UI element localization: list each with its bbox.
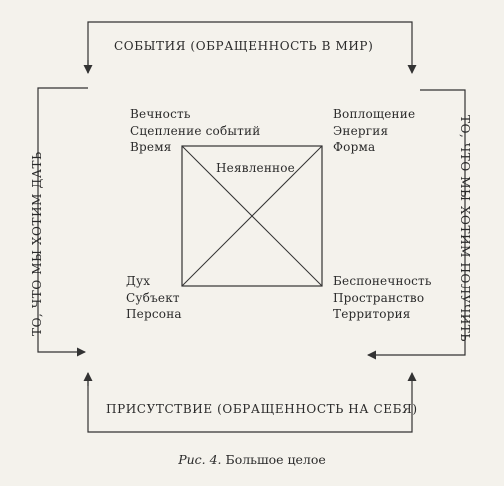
corner-top-right-line-1: Воплощение	[333, 107, 416, 121]
corner-top-right-line-3: Форма	[333, 140, 376, 154]
corner-top-right: Воплощение Энергия Форма	[333, 106, 415, 156]
left-label: ТО, ЧТО МЫ ХОТИМ ДАТЬ	[30, 151, 44, 336]
corner-bottom-right-line-2: Пространство	[333, 290, 425, 305]
center-square	[181, 145, 323, 287]
center-label: Неявленное	[216, 161, 295, 175]
corner-bottom-right-line-3: Территория	[333, 307, 411, 321]
corner-bottom-left-line-2: Субъект	[126, 290, 180, 305]
corner-top-left-line-1: Вечность	[130, 107, 191, 121]
corner-top-left: Вечность Сцепление событий Время	[130, 106, 260, 156]
corner-top-left-line-3: Время	[130, 140, 172, 154]
corner-bottom-left-line-3: Персона	[126, 307, 182, 321]
right-bracket-arrow	[367, 89, 466, 360]
left-bracket-arrow	[37, 87, 88, 357]
right-label: ТО, ЧТО МЫ ХОТИМ ПОЛУЧИТЬ	[458, 115, 472, 343]
figure-caption: Рис. 4. Большое целое	[0, 452, 504, 467]
corner-bottom-left: Дух Субъект Персона	[126, 273, 182, 323]
corner-top-right-line-2: Энергия	[333, 123, 389, 138]
top-label: СОБЫТИЯ (ОБРАЩЕННОСТЬ В МИР)	[114, 39, 374, 53]
caption-title: Большое целое	[225, 452, 326, 467]
corner-bottom-right: Беспонечность Пространство Территория	[333, 273, 432, 323]
bottom-bracket-arrow	[87, 372, 417, 433]
corner-bottom-left-line-1: Дух	[126, 274, 151, 288]
caption-prefix: Рис. 4.	[178, 452, 222, 467]
square-diagonal-2	[181, 145, 323, 287]
corner-bottom-right-line-1: Беспонечность	[333, 274, 432, 288]
top-bracket-arrow	[87, 21, 417, 74]
bottom-label: ПРИСУТСТВИЕ (ОБРАЩЕННОСТЬ НА СЕБЯ)	[106, 402, 418, 416]
corner-top-left-line-2: Сцепление событий	[130, 123, 261, 138]
